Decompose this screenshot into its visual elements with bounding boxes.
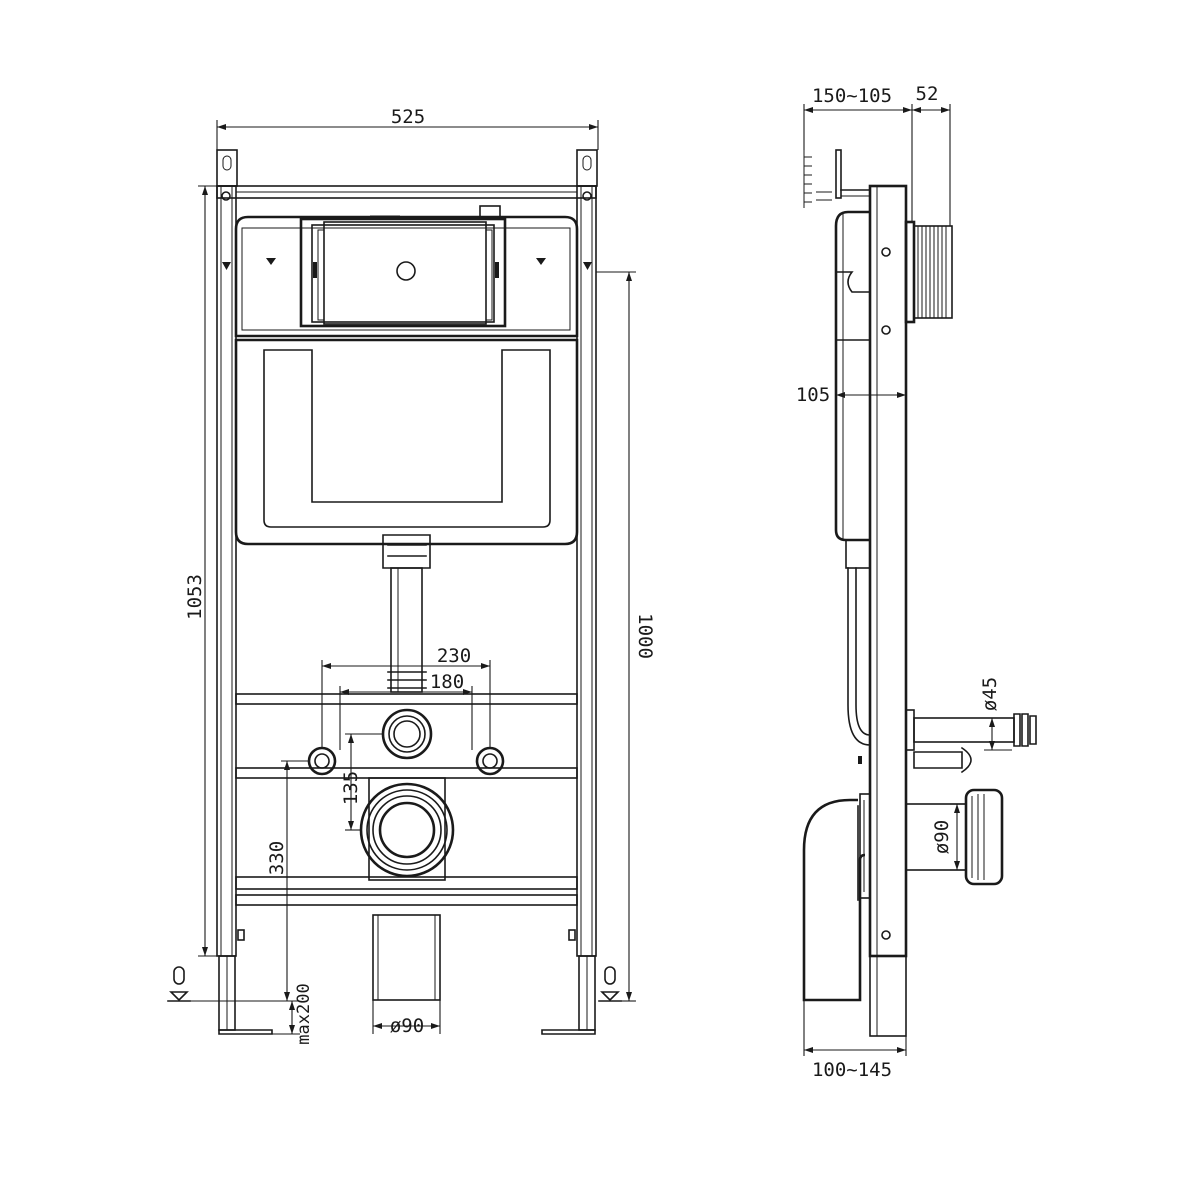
side-inlet — [858, 709, 1037, 774]
cross-rail-upper — [235, 693, 578, 705]
dim-height-330: 330 — [266, 760, 309, 1001]
dim-height-1000: 1000 — [596, 271, 656, 1002]
dim-offset-135: 135 — [340, 733, 383, 831]
dim-label-pitch-outer: 230 — [437, 645, 471, 667]
dim-outlet-90: ø90 — [372, 1000, 441, 1037]
side-foot — [869, 955, 907, 1037]
dim-label-inlet: ø45 — [979, 677, 1001, 711]
side-cistern — [834, 210, 871, 542]
side-frame-upright — [868, 184, 908, 958]
dim-width-525: 525 — [216, 106, 599, 150]
floor-level-marker-right — [598, 966, 622, 1002]
foot-right — [541, 929, 596, 1035]
top-bracket-left — [216, 149, 238, 201]
dim-height-1053: 1053 — [184, 185, 219, 957]
side-flush-pipe — [845, 539, 871, 746]
dim-outlet-side-90: ø90 — [931, 803, 966, 871]
dim-label-foot-depth: 100~145 — [812, 1059, 892, 1081]
drain-connector — [359, 777, 455, 881]
top-bracket-right — [576, 149, 598, 201]
dim-pitch-230: 230 — [321, 645, 491, 747]
dim-flange-52: 52 — [912, 83, 951, 226]
inlet-fitting — [381, 708, 433, 760]
frame-right-upright — [576, 185, 597, 957]
dim-inlet-45: ø45 — [979, 677, 1012, 751]
dim-label-foot-extension: max200 — [294, 983, 314, 1044]
cistern-upper — [234, 215, 579, 338]
dim-depth-150-105: 150~105 — [803, 85, 913, 222]
actuator-plate — [299, 205, 507, 328]
dim-foot-max200: max200 — [168, 983, 314, 1045]
dim-label-height-overall: 1053 — [184, 574, 206, 620]
frame-top-rail — [216, 185, 597, 199]
notch-marker-right — [583, 262, 592, 270]
dim-label-flange: 52 — [916, 83, 939, 105]
dim-foot-100-145: 100~145 — [803, 1000, 907, 1081]
outlet-pipe — [372, 914, 441, 1001]
floor-level-marker-left — [167, 966, 191, 1002]
dim-label-depth-adjust: 150~105 — [812, 85, 892, 107]
front-view: 525 1053 1000 230 180 — [167, 106, 656, 1045]
mount-bolt-left — [307, 746, 337, 776]
dim-label-pitch-inner: 180 — [430, 671, 464, 693]
side-outlet-coupling — [905, 788, 1004, 886]
side-top-bracket — [803, 149, 871, 208]
foot-left — [218, 929, 273, 1035]
dim-label-cistern-depth: 105 — [796, 384, 830, 406]
dim-label-drain-height: 330 — [266, 841, 288, 875]
dim-label-drain-offset: 135 — [340, 771, 362, 805]
side-drain-elbow — [802, 793, 871, 1002]
frame-left-upright — [216, 185, 237, 957]
dim-pitch-180: 180 — [339, 671, 473, 750]
dim-label-outlet: ø90 — [390, 1015, 424, 1037]
mount-bolt-right — [475, 746, 505, 776]
notch-marker-left — [222, 262, 231, 270]
dim-label-side-outlet: ø90 — [931, 820, 953, 854]
dim-cistern-105: 105 — [796, 384, 906, 406]
dim-label-height-mount: 1000 — [634, 613, 656, 659]
flush-pipe — [382, 534, 431, 693]
dim-label-width: 525 — [391, 106, 425, 128]
cistern-lower — [234, 338, 579, 546]
side-flange — [904, 220, 953, 324]
side-view: 150~105 52 105 ø45 ø90 100~145 — [796, 83, 1037, 1081]
